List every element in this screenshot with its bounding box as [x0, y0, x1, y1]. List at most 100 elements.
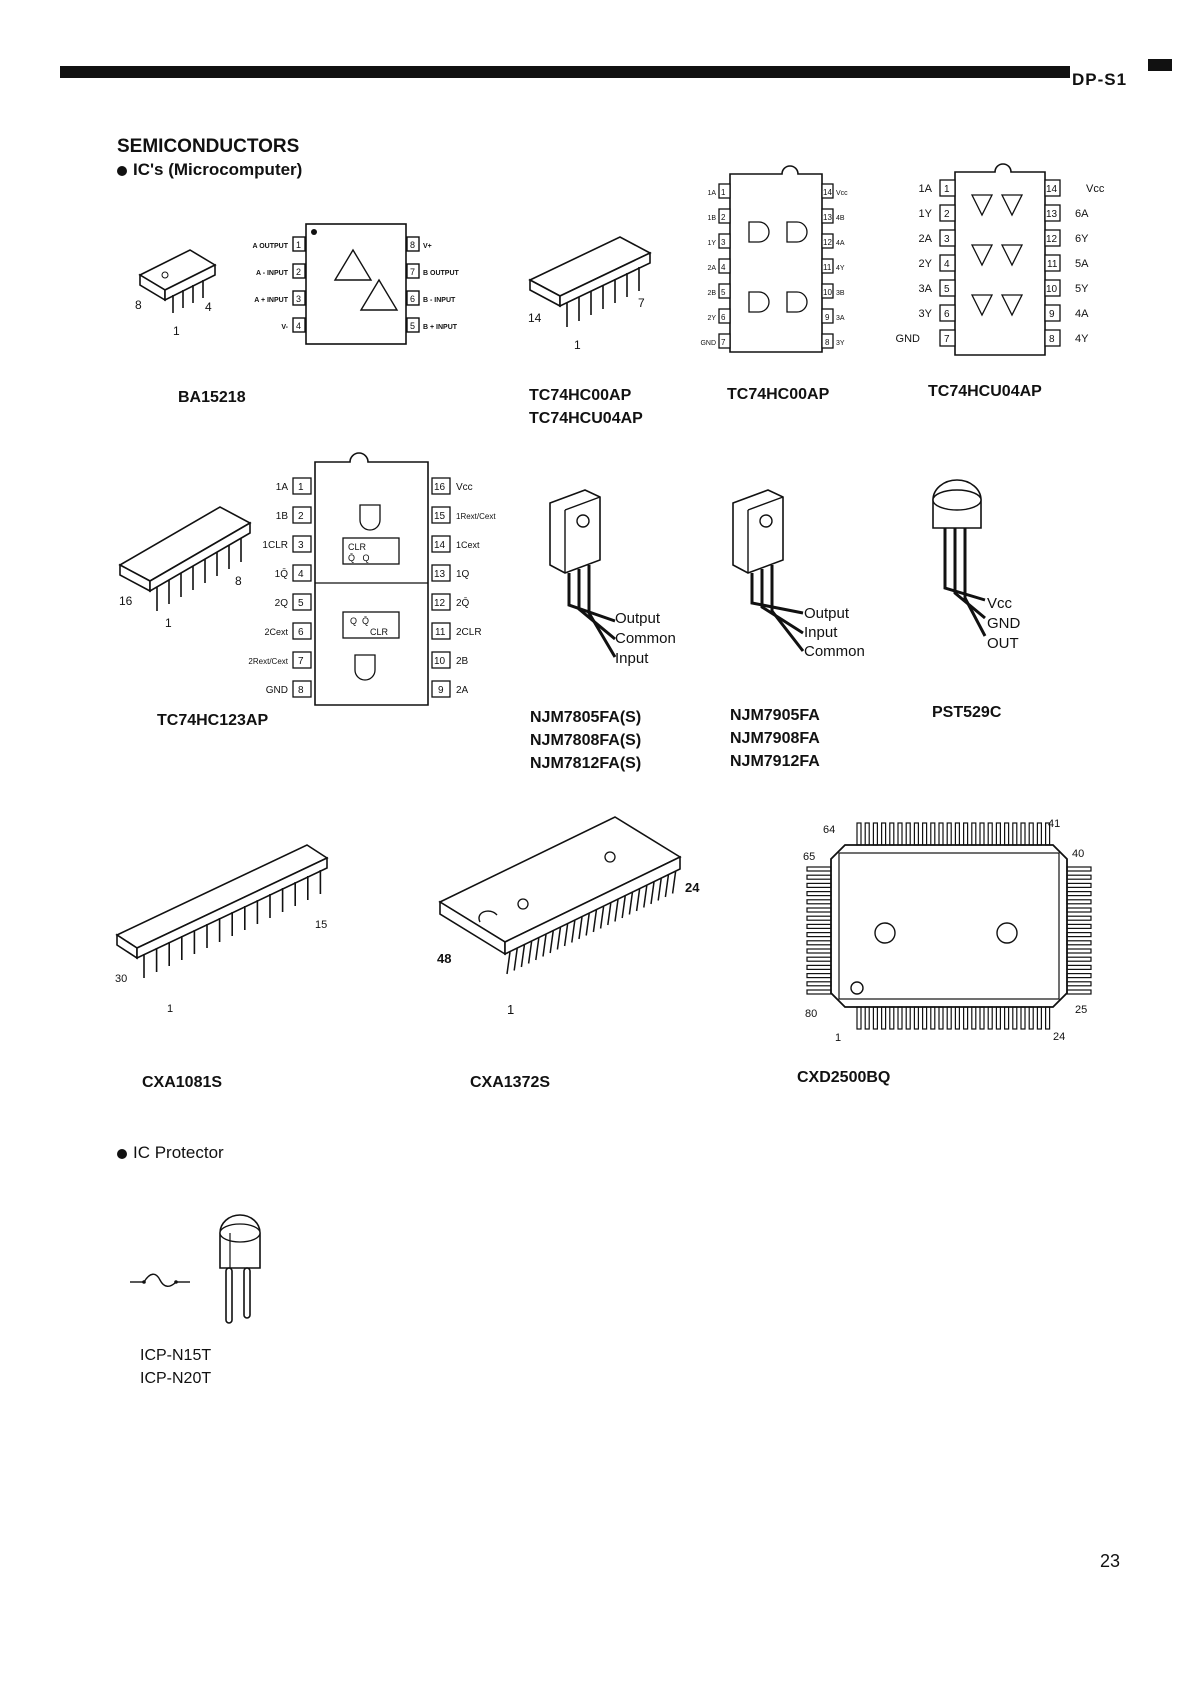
svg-text:3: 3 [298, 540, 304, 551]
pst529c-pin-vcc: Vcc [987, 595, 1013, 612]
hc00-left-6: 2Y [707, 315, 716, 322]
njm79-regulator-drawing: Output Input Common [732, 489, 865, 660]
hc123-left-8: GND [266, 685, 288, 696]
svg-text:13: 13 [434, 569, 446, 580]
hcu04-right-11: 5A [1075, 258, 1089, 270]
hcu04-right-13: 6A [1075, 208, 1089, 220]
hc123-right-10: 2B [456, 656, 469, 667]
svg-text:7: 7 [944, 334, 950, 345]
svg-text:15: 15 [434, 511, 446, 522]
qfp-pin-25: 25 [1075, 1004, 1087, 1016]
svg-text:10: 10 [1046, 284, 1058, 295]
svg-text:3: 3 [296, 294, 301, 304]
cxa1081s-pin-15: 15 [315, 919, 327, 931]
hc123-left-2: 1B [276, 511, 289, 522]
pkg14-pin-14: 14 [528, 311, 542, 325]
svg-text:13: 13 [1046, 209, 1058, 220]
svg-text:4: 4 [944, 259, 950, 270]
svg-text:1: 1 [944, 184, 950, 195]
qfp-pin-24: 24 [1053, 1031, 1065, 1043]
cxd2500bq-label: CXD2500BQ [797, 1069, 891, 1086]
pkg14-pin-1: 1 [574, 338, 581, 352]
hcu04-right-8: 4Y [1075, 333, 1089, 345]
svg-text:8: 8 [298, 685, 304, 696]
svg-text:7: 7 [298, 656, 304, 667]
qfp-pin-64: 64 [823, 824, 835, 836]
svg-text:1: 1 [296, 240, 301, 250]
cxa1081s-pin-30: 30 [115, 973, 127, 985]
cxa1372s-pin-1: 1 [507, 1002, 514, 1017]
hc00-left-3: 1Y [707, 240, 716, 247]
cxa1081s-label: CXA1081S [142, 1074, 223, 1091]
ic-protector-package-drawing [219, 1214, 261, 1324]
hc123-right-11: 2CLR [456, 627, 482, 638]
hc123-left-4: 1Q̄ [275, 567, 289, 580]
njm7905-label: NJM7905FA [730, 707, 820, 724]
ba-pin-4: 4 [205, 300, 212, 314]
hcu04-left-5: 3A [919, 283, 933, 295]
svg-text:5: 5 [944, 284, 950, 295]
svg-text:11: 11 [1047, 259, 1058, 270]
hcu04-right-12: 6Y [1075, 233, 1089, 245]
ba-pin-8: 8 [135, 298, 142, 312]
svg-text:4: 4 [298, 569, 304, 580]
hc123-left-3: 1CLR [262, 540, 288, 551]
njm7808-label: NJM7808FA(S) [530, 732, 642, 749]
hcu04-right-14: Vcc [1086, 183, 1105, 195]
svg-text:14: 14 [823, 188, 832, 197]
hcu04-left-2: 1Y [919, 208, 933, 220]
tc74hc123ap-label: TC74HC123AP [157, 712, 269, 729]
hcu04-left-7: GND [896, 333, 921, 345]
svg-text:6: 6 [944, 309, 950, 320]
bullet-icon [117, 1148, 127, 1159]
pkg16-pin-8: 8 [235, 574, 242, 588]
svg-text:5: 5 [721, 288, 726, 297]
njm78-pin-input: Input [615, 650, 649, 667]
hcu04-right-9: 4A [1075, 308, 1089, 320]
svg-text:11: 11 [435, 627, 446, 638]
hc00-left-2: 1B [707, 215, 716, 222]
cxa1372s-pin-48: 48 [437, 951, 451, 966]
tc74hcu04ap-label: TC74HCU04AP [928, 383, 1042, 400]
svg-text:8: 8 [825, 338, 830, 347]
svg-text:14: 14 [434, 540, 446, 551]
svg-text:5: 5 [410, 321, 415, 331]
svg-text:4: 4 [721, 263, 726, 272]
group-heading-text: IC's (Microcomputer) [133, 160, 303, 179]
njm79-labels: NJM7905FA NJM7908FA NJM7912FA [730, 704, 820, 773]
svg-text:12: 12 [434, 598, 446, 609]
svg-text:13: 13 [823, 213, 832, 222]
qfp-pin-41: 41 [1048, 818, 1060, 830]
hcu04-left-1: 1A [919, 183, 933, 195]
svg-text:2: 2 [944, 209, 950, 220]
svg-text:11: 11 [823, 263, 832, 272]
hc123-left-5: 2Q [275, 598, 289, 609]
hc123-right-13: 1Q [456, 569, 470, 580]
hc123-right-12: 2Q̄ [456, 596, 470, 609]
icp-n20t-label: ICP-N20T [140, 1370, 212, 1387]
ba-pin-label-a-plus: A + INPUT [254, 297, 288, 304]
cxa1372s-label: CXA1372S [470, 1074, 551, 1091]
svg-text:5: 5 [298, 598, 304, 609]
njm78-pin-common: Common [615, 630, 676, 647]
hc123-left-7: 2Rext/Cext [248, 657, 288, 666]
cxa1372s-pin-24: 24 [685, 880, 700, 895]
qfp-pin-65: 65 [803, 851, 815, 863]
njm78-regulator-drawing: Output Common Input [549, 489, 676, 667]
ba-pin-label-a-output: A OUTPUT [252, 243, 288, 250]
hc123-right-15: 1Rext/Cext [456, 512, 496, 521]
pkg16-pin-1: 1 [165, 616, 172, 630]
njm78-labels: NJM7805FA(S) NJM7808FA(S) NJM7812FA(S) [530, 706, 641, 775]
hcu04-left-4: 2Y [919, 258, 933, 270]
svg-text:16: 16 [434, 482, 446, 493]
njm7805-label: NJM7805FA(S) [530, 709, 642, 726]
hc123-left-6: 2Cext [264, 627, 288, 637]
hcu04-left-6: 3Y [919, 308, 933, 320]
svg-text:6: 6 [298, 627, 304, 638]
svg-text:2: 2 [298, 511, 304, 522]
section-title: SEMICONDUCTORS [117, 136, 300, 157]
hcu04-left-3: 2A [919, 233, 933, 245]
svg-text:8: 8 [1049, 334, 1055, 345]
